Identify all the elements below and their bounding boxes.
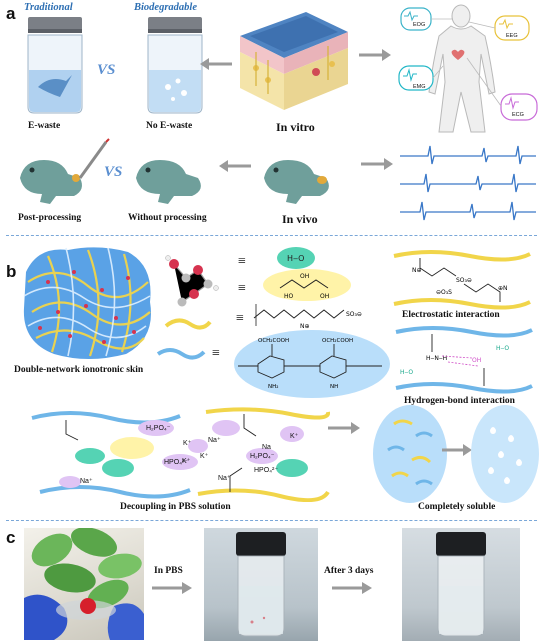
signal-eog: EOG xyxy=(413,22,426,28)
equiv-chitosan: ≡ xyxy=(212,346,220,361)
svg-text:OH: OH xyxy=(472,357,481,364)
traditional-title: Traditional xyxy=(24,2,73,13)
decoupling-label: Decoupling in PBS solution xyxy=(120,502,231,512)
in-vivo-label: In vivo xyxy=(282,212,318,226)
panel-c-letter: c xyxy=(6,528,16,547)
ion-4: K⁺ xyxy=(182,458,191,465)
yellow-chain-legend xyxy=(164,318,212,330)
panel-a-letter: a xyxy=(6,4,16,23)
frog-post-processing xyxy=(20,138,110,204)
chitosan-structure: OCH₂COOH OCH₂COOH NH₂ NH xyxy=(234,330,390,398)
double-network-skin xyxy=(23,247,151,359)
biodegradable-vial xyxy=(147,17,203,114)
vial-photo-before xyxy=(204,528,318,641)
vs-top: VS xyxy=(97,62,116,78)
svg-text:NH₂: NH₂ xyxy=(268,384,278,390)
vial-photo-after xyxy=(402,528,520,641)
vs-bottom: VS xyxy=(104,164,123,180)
arrow-right-top xyxy=(359,49,391,61)
svg-text:⊕N: ⊕N xyxy=(498,285,508,292)
svg-text:⊖O₃S: ⊖O₃S xyxy=(436,289,452,296)
arrow-right-soluble xyxy=(442,444,472,456)
skin-label: Double-network ionotronic skin xyxy=(14,365,144,375)
arrow-left-top xyxy=(200,58,232,70)
svg-text:NH: NH xyxy=(330,384,338,390)
svg-text:H‒O: H‒O xyxy=(496,345,509,352)
decoupling-diagram xyxy=(31,407,330,502)
ion-5: HPO₄²⁻ xyxy=(164,459,189,466)
ewaste-label: E-waste xyxy=(28,121,61,131)
glycerol-blob: HO OH OH xyxy=(263,269,351,301)
ion-3: Na⁺ xyxy=(80,478,93,485)
arrow-in-pbs xyxy=(152,582,192,594)
svg-text:HO: HO xyxy=(284,293,294,300)
post-processing-label: Post-processing xyxy=(18,213,82,223)
ion-9: Na⁺ xyxy=(218,475,231,482)
glycerol-ball-model xyxy=(165,255,219,307)
arrow-left-mid xyxy=(219,160,251,172)
electrostatic-label: Electrostatic interaction xyxy=(402,310,500,320)
traditional-vial xyxy=(27,17,83,114)
ion-1: H₂PO₄⁻ xyxy=(146,425,171,432)
ion-12: K⁺ xyxy=(290,433,299,440)
svg-text:N⊕: N⊕ xyxy=(412,267,422,274)
dispersed-chains-blob xyxy=(373,405,447,503)
in-pbs-label: In PBS xyxy=(154,566,183,576)
emg-signal-traces xyxy=(400,145,536,221)
svg-text:OCH₂COOH: OCH₂COOH xyxy=(258,338,289,344)
panel-b-letter: b xyxy=(6,262,17,281)
divider-b-c xyxy=(6,520,537,521)
after-label: After 3 days xyxy=(324,566,374,576)
equiv-glycerol: ≡ xyxy=(238,281,246,296)
without-processing-label: Without processing xyxy=(128,213,207,223)
in-vitro-label: In vitro xyxy=(276,120,315,134)
no-ewaste-label: No E-waste xyxy=(146,121,193,131)
svg-text:H‒O: H‒O xyxy=(400,369,413,376)
svg-text:H‒N‒H: H‒N‒H xyxy=(426,355,447,362)
frog-in-vivo xyxy=(264,160,329,204)
blue-chain-legend xyxy=(156,348,206,360)
signal-ecg: ECG xyxy=(512,112,524,118)
human-body-figure xyxy=(398,4,538,133)
hydrogen-bond-diagram: H‒N‒H OH H‒O H‒O xyxy=(395,326,533,394)
arrow-right-decouple xyxy=(328,422,360,434)
svg-text:SO₃⊖: SO₃⊖ xyxy=(346,311,362,318)
svg-text:OH: OH xyxy=(300,273,309,280)
ion-6: Na⁺ xyxy=(208,437,221,444)
zwitterion-structure: N⊕ SO₃⊖ xyxy=(253,304,362,330)
biodegradable-title: Biodegradable xyxy=(134,2,197,13)
water-blob: H‒O xyxy=(277,247,315,269)
signal-eeg: EEG xyxy=(506,33,518,39)
ion-8: H₂PO₄⁻ xyxy=(250,453,275,460)
soluble-label: Completely soluble xyxy=(418,502,496,512)
ion-10: HPO₄²⁻ xyxy=(254,467,279,474)
arrow-after xyxy=(332,582,372,594)
svg-text:H‒O: H‒O xyxy=(287,254,304,263)
svg-text:OCH₂COOH: OCH₂COOH xyxy=(322,338,353,344)
in-vitro-skin-block xyxy=(240,12,348,110)
hbond-label: Hydrogen-bond interaction xyxy=(404,396,515,406)
equiv-water: ≡ xyxy=(238,254,246,269)
equiv-zwitterion: ≡ xyxy=(236,311,244,326)
electrostatic-diagram: N⊕ SO₃⊖ ⊖O₃S ⊕N xyxy=(393,250,531,310)
signal-emg: EMG xyxy=(413,84,426,90)
frog-without-processing xyxy=(136,160,201,204)
dissolved-blob xyxy=(471,405,539,503)
ion-7: K⁺ xyxy=(200,453,209,460)
arrow-right-mid xyxy=(361,158,393,170)
frog-photo xyxy=(24,528,144,640)
svg-text:N⊕: N⊕ xyxy=(300,323,310,330)
ion-11: Na xyxy=(262,444,271,451)
divider-a-b xyxy=(6,235,537,236)
ion-2: K⁺ xyxy=(183,440,192,447)
svg-text:SO₃⊖: SO₃⊖ xyxy=(456,277,472,284)
svg-text:OH: OH xyxy=(320,293,329,300)
